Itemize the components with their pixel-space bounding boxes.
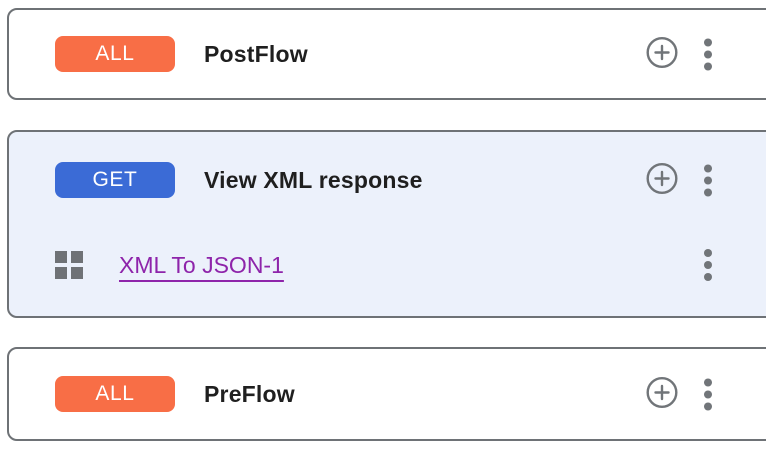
flow-card-actions (645, 376, 716, 413)
flow-title: View XML response (204, 166, 423, 193)
add-policy-button[interactable] (645, 36, 679, 73)
policy-actions (700, 247, 716, 283)
flow-card-actions (645, 36, 716, 73)
kebab-menu-icon (704, 38, 712, 46)
policy-row: XML To JSON-1 (9, 247, 766, 283)
flow-menu-button[interactable] (700, 376, 716, 412)
add-circle-icon (645, 36, 679, 73)
flow-menu-button[interactable] (700, 36, 716, 72)
kebab-menu-icon (704, 378, 712, 386)
flow-title: PostFlow (204, 40, 308, 67)
add-policy-button[interactable] (645, 162, 679, 199)
flow-card-preflow: ALL PreFlow (7, 347, 766, 441)
policy-link[interactable]: XML To JSON-1 (119, 251, 284, 278)
add-circle-icon (645, 376, 679, 413)
flow-card-actions (645, 162, 716, 199)
flow-card-header: ALL PreFlow (9, 376, 766, 412)
flow-title: PreFlow (204, 380, 295, 407)
method-badge: ALL (55, 36, 175, 72)
method-badge: GET (55, 162, 175, 198)
flow-card-view-xml-response: GET View XML response (7, 130, 766, 318)
flow-menu-button[interactable] (700, 162, 716, 198)
add-circle-icon (645, 162, 679, 199)
flow-card-header: ALL PostFlow (9, 36, 766, 72)
method-badge: ALL (55, 376, 175, 412)
add-policy-button[interactable] (645, 376, 679, 413)
kebab-menu-icon (704, 164, 712, 172)
flow-card-postflow: ALL PostFlow (7, 8, 766, 100)
kebab-menu-icon (704, 249, 712, 257)
policy-grid-icon (55, 251, 83, 279)
policy-menu-button[interactable] (700, 247, 716, 283)
flow-card-header: GET View XML response (9, 162, 766, 198)
